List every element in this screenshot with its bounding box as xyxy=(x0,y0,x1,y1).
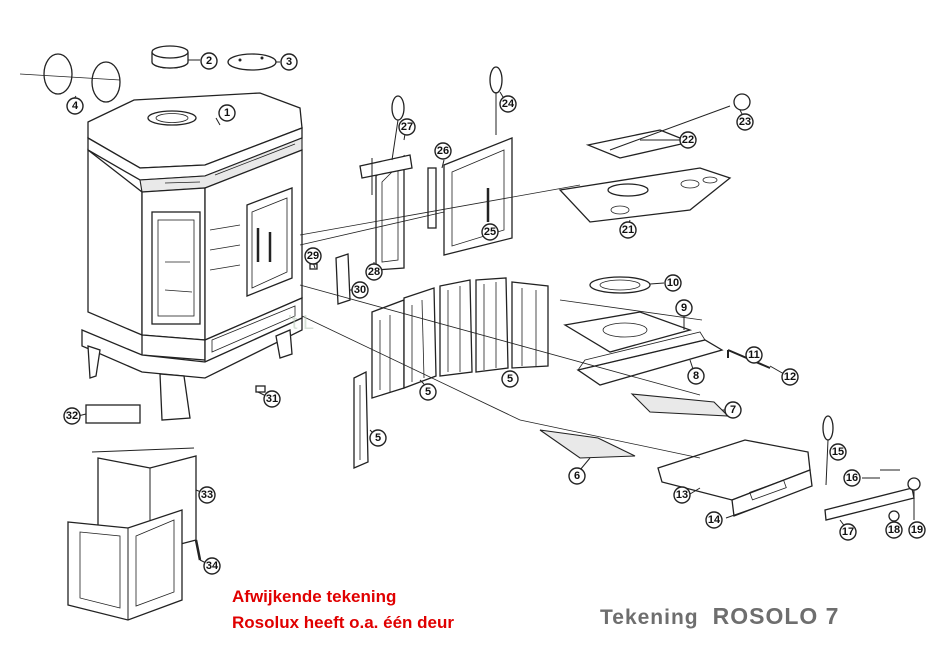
svg-text:5: 5 xyxy=(507,373,513,385)
callout-13: 13 xyxy=(673,486,691,504)
callout-30: 30 xyxy=(351,281,369,299)
callout-7: 7 xyxy=(724,401,742,419)
callout-11: 11 xyxy=(745,346,763,364)
callout-4: 4 xyxy=(66,97,84,115)
svg-text:15: 15 xyxy=(832,446,844,458)
callout-8: 8 xyxy=(687,367,705,385)
drawing-title: Tekening ROSOLO 7 xyxy=(600,603,839,630)
firebricks xyxy=(539,393,730,459)
svg-text:22: 22 xyxy=(682,134,694,146)
callout-31: 31 xyxy=(263,390,281,408)
drawing-title-model: ROSOLO 7 xyxy=(712,603,840,629)
stove-body xyxy=(81,92,303,421)
svg-text:8: 8 xyxy=(693,370,699,382)
callout-17: 17 xyxy=(839,523,857,541)
svg-text:9: 9 xyxy=(681,302,687,314)
svg-text:30: 30 xyxy=(354,284,366,296)
callout-25: 25 xyxy=(481,223,499,241)
svg-text:23: 23 xyxy=(739,116,751,128)
callout-6: 6 xyxy=(568,467,586,485)
door-parts-right xyxy=(427,66,513,256)
door-assembly xyxy=(67,447,202,621)
callout-9: 9 xyxy=(675,299,693,317)
svg-text:24: 24 xyxy=(502,98,515,110)
svg-text:16: 16 xyxy=(846,472,858,484)
callout-12: 12 xyxy=(781,368,799,386)
note-line-2: Rosolux heeft o.a. één deur xyxy=(232,613,454,632)
callout-3: 3 xyxy=(280,53,298,71)
callout-5b: 5 xyxy=(501,370,519,388)
callout-33: 33 xyxy=(198,486,216,504)
svg-text:21: 21 xyxy=(622,224,634,236)
svg-text:12: 12 xyxy=(784,371,796,383)
svg-text:2: 2 xyxy=(206,55,212,67)
svg-text:6: 6 xyxy=(574,470,580,482)
callout-22: 22 xyxy=(679,131,697,149)
damper-plates xyxy=(19,53,121,103)
svg-text:4: 4 xyxy=(72,100,79,112)
firebed-assembly xyxy=(563,276,724,386)
blanking-plate xyxy=(227,53,277,71)
drawing-title-label: Tekening xyxy=(600,606,699,629)
callout-16: 16 xyxy=(843,469,861,487)
callout-14: 14 xyxy=(705,511,723,529)
svg-text:14: 14 xyxy=(708,514,721,526)
callout-19: 19 xyxy=(908,521,926,539)
callout-29: 29 xyxy=(304,247,322,265)
svg-text:10: 10 xyxy=(667,277,679,289)
callout-10: 10 xyxy=(664,274,682,292)
callout-5c: 5 xyxy=(369,429,387,447)
callout-34: 34 xyxy=(203,557,221,575)
svg-text:27: 27 xyxy=(401,121,413,133)
svg-text:3: 3 xyxy=(286,56,292,68)
baffle-assembly xyxy=(558,93,751,223)
note-line-1: Afwijkende tekening xyxy=(232,587,397,606)
svg-text:33: 33 xyxy=(201,489,213,501)
svg-text:19: 19 xyxy=(911,524,923,536)
callouts: 1 2 3 4 5 5 5 6 7 8 9 10 11 12 13 14 15 … xyxy=(63,52,926,575)
callout-1: 1 xyxy=(218,104,236,122)
watermark-text: 't L xyxy=(288,312,315,334)
svg-text:31: 31 xyxy=(266,393,278,405)
callout-24: 24 xyxy=(499,95,517,113)
svg-text:5: 5 xyxy=(375,432,381,444)
callout-26: 26 xyxy=(434,142,452,160)
callout-5a: 5 xyxy=(419,383,437,401)
ash-pan xyxy=(657,439,813,517)
svg-text:17: 17 xyxy=(842,526,854,538)
svg-text:1: 1 xyxy=(224,107,230,119)
callout-15: 15 xyxy=(829,443,847,461)
svg-text:18: 18 xyxy=(888,524,900,536)
svg-text:5: 5 xyxy=(425,386,431,398)
svg-text:34: 34 xyxy=(206,560,219,572)
callout-32: 32 xyxy=(63,407,81,425)
svg-text:11: 11 xyxy=(748,349,760,361)
callout-27: 27 xyxy=(398,118,416,136)
flue-collar xyxy=(151,45,189,69)
callout-2: 2 xyxy=(200,52,218,70)
svg-text:29: 29 xyxy=(307,250,319,262)
ash-door-parts xyxy=(822,415,921,522)
svg-text:25: 25 xyxy=(484,226,496,238)
svg-text:7: 7 xyxy=(730,404,736,416)
callout-23: 23 xyxy=(736,113,754,131)
callout-28: 28 xyxy=(365,263,383,281)
svg-text:26: 26 xyxy=(437,145,449,157)
door-parts-left xyxy=(359,95,413,271)
callout-21: 21 xyxy=(619,221,637,239)
svg-text:28: 28 xyxy=(368,266,380,278)
svg-text:13: 13 xyxy=(676,489,688,501)
svg-text:32: 32 xyxy=(66,410,78,422)
callout-18: 18 xyxy=(885,521,903,539)
